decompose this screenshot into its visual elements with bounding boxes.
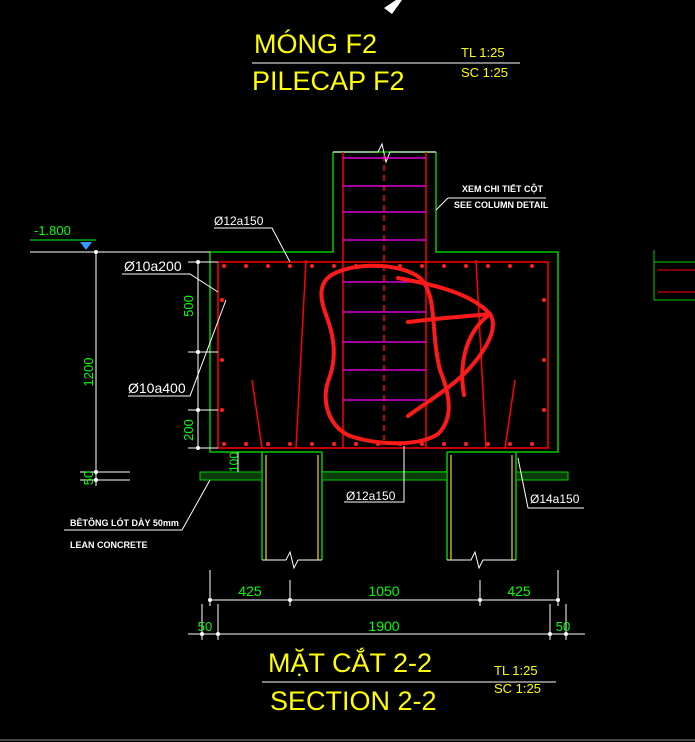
title-bottom-scale-en: SC 1:25 xyxy=(494,681,541,696)
dimension-ticks xyxy=(94,250,568,636)
title-top-scale-en: SC 1:25 xyxy=(461,65,508,80)
view-marker-icon xyxy=(384,0,402,14)
rebar-dot xyxy=(220,358,224,362)
rebar-dot xyxy=(542,298,546,302)
rebar-pile-label: Ø14a150 xyxy=(530,492,580,506)
rebar-dot xyxy=(508,264,512,268)
column-note-vn: XEM CHI TIẾT CỘT xyxy=(462,183,544,194)
lean-concrete-vn: BÊTÔNG LÓT DÀY 50mm xyxy=(70,517,179,528)
level-triangle-icon xyxy=(80,242,92,250)
rebar-side-lower-label: Ø10a400 xyxy=(128,380,186,396)
dim-row2-right: 50 xyxy=(556,619,570,634)
rebar-dot xyxy=(442,264,446,268)
rebar-dot xyxy=(542,408,546,412)
piles xyxy=(265,455,513,560)
rebar-dot xyxy=(220,408,224,412)
rebar-dot xyxy=(464,264,468,268)
dim-height-upper: 500 xyxy=(181,295,196,317)
rebar-dot xyxy=(220,298,224,302)
rebar-dot xyxy=(332,442,336,446)
title-top-en: PILECAP F2 xyxy=(252,66,405,96)
title-top-scale-vn: TL 1:25 xyxy=(461,45,505,60)
lean-concrete-en: LEAN CONCRETE xyxy=(70,540,148,550)
markup-annotation xyxy=(319,263,495,446)
adjacent-detail-fragment xyxy=(653,250,695,301)
level-marker: -1.800 xyxy=(30,223,96,253)
title-bottom-vn: MẶT CẮT 2-2 xyxy=(268,647,432,678)
rebar-dot xyxy=(420,442,424,446)
rebar-cage xyxy=(217,152,549,449)
title-bottom-scale-vn: TL 1:25 xyxy=(494,663,538,678)
rebar-dot xyxy=(354,442,358,446)
rebar-dot xyxy=(442,442,446,446)
pile-break-lines xyxy=(262,142,516,570)
rebar-bottom-label: Ø12a150 xyxy=(346,489,396,503)
rebar-dot xyxy=(464,442,468,446)
dim-pile-embed: 100 xyxy=(227,452,241,472)
rebar-dots xyxy=(220,264,546,446)
rebar-top-label: Ø12a150 xyxy=(214,214,264,228)
column-note-en: SEE COLUMN DETAIL xyxy=(454,200,549,210)
rebar-dot xyxy=(420,264,424,268)
dim-height-total: 1200 xyxy=(81,358,96,387)
rebar-dot xyxy=(288,264,292,268)
dim-row1-center: 1050 xyxy=(368,583,399,599)
rebar-dot xyxy=(530,264,534,268)
rebar-dot xyxy=(244,264,248,268)
title-block-top: MÓNG F2 PILECAP F2 TL 1:25 SC 1:25 xyxy=(252,28,520,96)
rebar-dot xyxy=(266,264,270,268)
rebar-dot xyxy=(222,442,226,446)
rebar-dot xyxy=(288,442,292,446)
rebar-dot xyxy=(486,264,490,268)
title-bottom-en: SECTION 2-2 xyxy=(270,686,437,716)
dim-row2-left: 50 xyxy=(198,619,212,634)
dimension-lines xyxy=(64,197,585,640)
dim-row1-left: 425 xyxy=(238,583,262,599)
column-stirrups xyxy=(343,157,426,401)
rebar-dot xyxy=(266,442,270,446)
dim-lean-thickness: 50 xyxy=(81,471,96,485)
level-value: -1.800 xyxy=(34,223,71,238)
rebar-dot xyxy=(310,264,314,268)
dim-height-lower: 200 xyxy=(181,419,196,441)
dim-row1-right: 425 xyxy=(507,583,531,599)
dim-row2-center: 1900 xyxy=(368,618,399,634)
rebar-dot xyxy=(530,442,534,446)
rebar-dot xyxy=(310,442,314,446)
rebar-side-upper-label: Ø10a200 xyxy=(124,258,182,274)
rebar-dot xyxy=(508,442,512,446)
rebar-dot xyxy=(486,442,490,446)
title-top-vn: MÓNG F2 xyxy=(254,28,377,59)
lean-concrete xyxy=(199,471,569,481)
rebar-dot xyxy=(542,358,546,362)
rebar-dot xyxy=(244,442,248,446)
rebar-dot xyxy=(332,264,336,268)
rebar-dot xyxy=(222,264,226,268)
title-block-bottom: MẶT CẮT 2-2 SECTION 2-2 TL 1:25 SC 1:25 xyxy=(262,647,556,716)
